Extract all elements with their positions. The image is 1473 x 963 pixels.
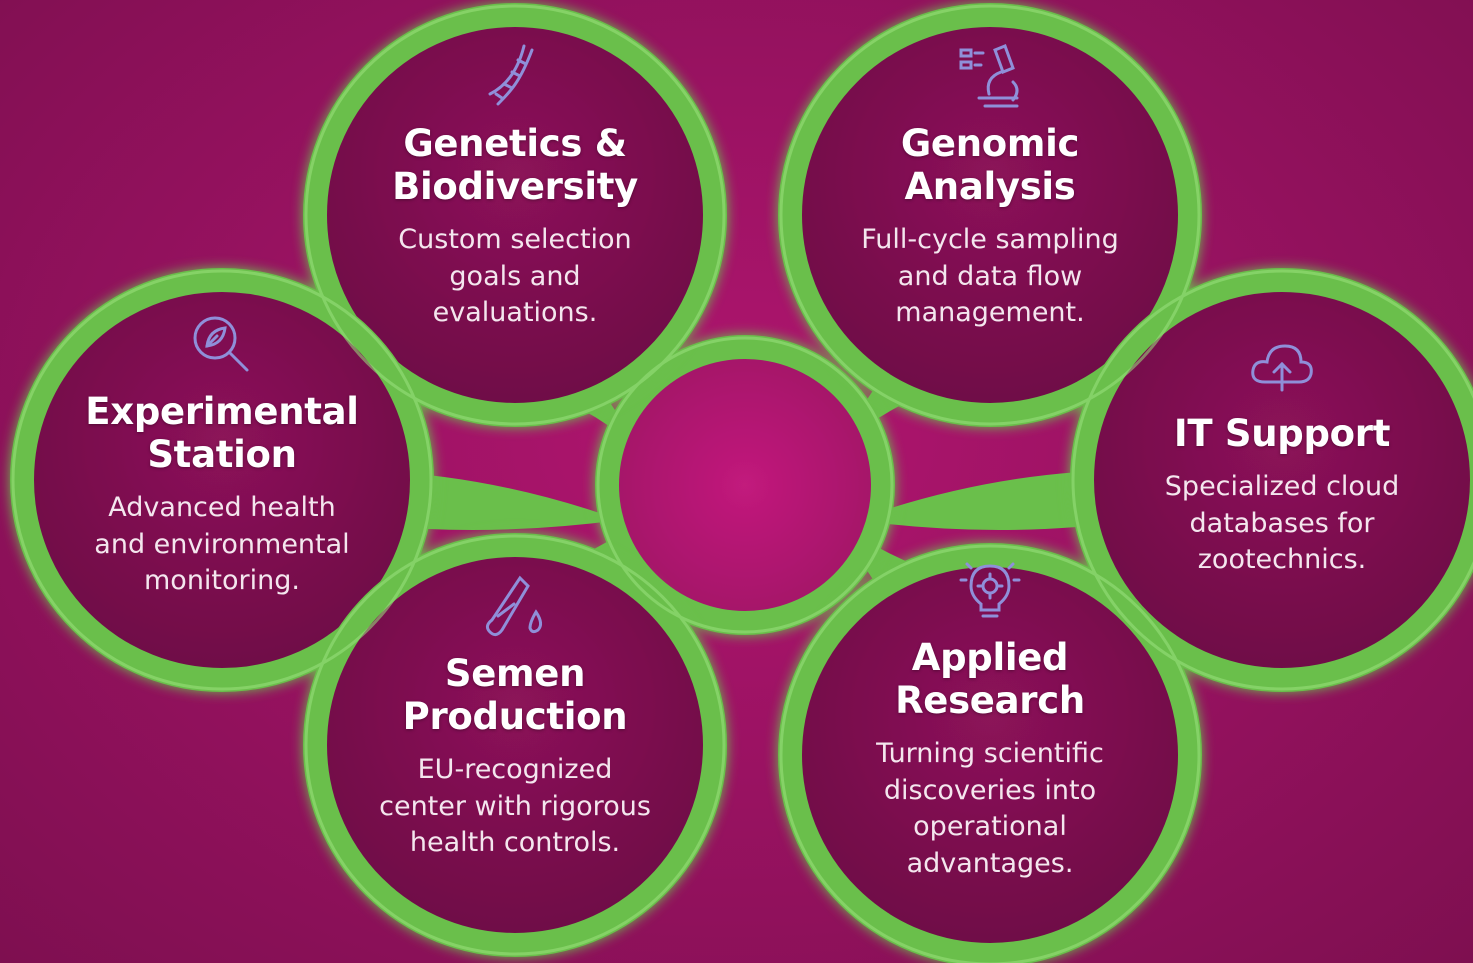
node-desc-line: health controls. <box>409 827 621 858</box>
node-title-line: Research <box>895 679 1085 722</box>
node-desc-line: Full-cycle sampling <box>861 224 1119 255</box>
node-circles <box>10 3 1473 963</box>
node-desc-line: advantages. <box>906 847 1074 879</box>
node-desc-line: discoveries into <box>883 774 1097 806</box>
node-title-line: Genetics & <box>403 122 627 165</box>
node-title-line: Genomic <box>900 122 1080 165</box>
microscope-icon <box>959 44 1019 108</box>
node-desc-line: Specialized cloud <box>1164 471 1400 502</box>
node-semen: Semen Production EU-recognized center wi… <box>355 572 675 862</box>
node-title-line: Analysis <box>904 165 1076 208</box>
node-genomic: Genomic Analysis Full-cycle sampling and… <box>830 42 1150 332</box>
node-desc-line: and environmental <box>94 528 350 560</box>
node-title-line: Production <box>402 695 628 738</box>
node-title-line: Semen <box>444 652 586 695</box>
node-title-line: Biodiversity <box>392 165 638 208</box>
cloud-upload-icon <box>1251 344 1313 392</box>
circle-it <box>1070 268 1473 692</box>
magnifier-leaf-icon <box>193 316 249 372</box>
node-desc-line: operational <box>913 811 1067 842</box>
node-desc-line: EU-recognized <box>417 754 613 785</box>
node-title-line: Station <box>147 433 297 476</box>
ring-highlights <box>11 4 1473 963</box>
node-genetics: Genetics & Biodiversity Custom selection… <box>355 42 675 332</box>
circle-genetics <box>303 3 727 427</box>
node-applied: Applied Research Turning scientific disc… <box>830 556 1150 882</box>
circle-applied <box>778 543 1202 963</box>
circle-experimental <box>10 268 434 692</box>
node-it: IT Support Specialized cloud databases f… <box>1122 332 1442 579</box>
node-desc-line: Advanced health <box>108 492 336 523</box>
circle-semen <box>303 533 727 957</box>
circle-genomic <box>778 3 1202 427</box>
node-desc-line: zootechnics. <box>1197 544 1367 575</box>
node-desc-line: and data flow <box>897 260 1083 292</box>
test-tube-drop-icon <box>485 575 543 637</box>
node-desc-line: evaluations. <box>432 297 598 328</box>
node-title-line: Experimental <box>85 390 359 433</box>
dna-icon <box>488 44 534 106</box>
center-ring <box>595 335 895 635</box>
node-desc-line: goals and <box>449 260 581 292</box>
node-desc-line: monitoring. <box>144 565 300 596</box>
node-desc-line: Custom selection <box>398 224 632 255</box>
node-desc-line: Turning scientific <box>876 738 1104 769</box>
node-experimental: Experimental Station Advanced health and… <box>62 310 382 600</box>
node-desc-line: center with rigorous <box>379 790 651 822</box>
node-desc-line: databases for <box>1189 507 1375 539</box>
lightbulb-gear-icon <box>959 562 1021 618</box>
node-desc-line: management. <box>895 297 1085 328</box>
node-title-line: IT Support <box>1173 412 1391 455</box>
node-title-line: Applied <box>911 636 1069 679</box>
